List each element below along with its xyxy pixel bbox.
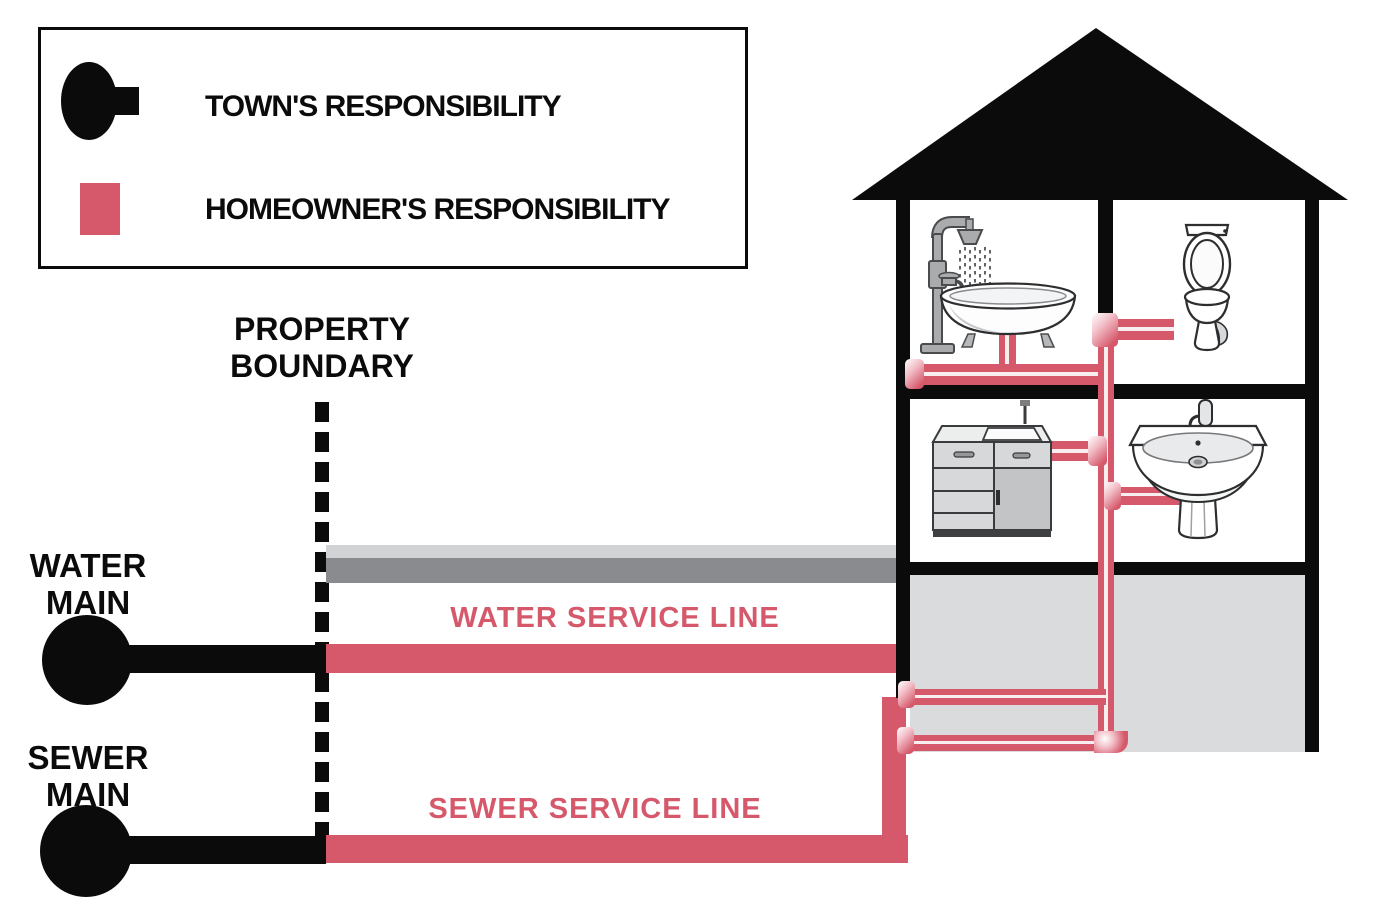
sewer-main-label: SEWER MAIN [8, 739, 168, 813]
town-main-icon [61, 62, 117, 140]
legend-town-label: TOWN'S RESPONSIBILITY [205, 90, 562, 123]
shower-bathtub-icon [920, 216, 1077, 354]
basement-upper-flange [898, 681, 915, 708]
sewer-riser-pipe [882, 697, 906, 863]
house-right-wall [1305, 198, 1319, 752]
town-pipe-stub-icon [113, 87, 139, 115]
basement-lower-flange [897, 727, 914, 754]
water-main-label: WATER MAIN [8, 547, 168, 621]
legend-box: TOWN'S RESPONSIBILITY HOMEOWNER'S RESPON… [38, 27, 748, 269]
property-boundary-label-line1: PROPERTY [233, 311, 411, 347]
homeowner-square-icon [80, 183, 120, 235]
toilet-icon [1182, 223, 1232, 352]
toilet-branch-pipe [1112, 319, 1174, 340]
property-boundary-dashed-line [315, 402, 329, 839]
water-main-label-line1: WATER [29, 547, 147, 584]
pedestal-basin-icon [1128, 399, 1268, 540]
legend-homeowner-label: HOMEOWNER'S RESPONSIBILITY [205, 193, 671, 226]
ground-surface-light-bar [326, 545, 896, 558]
water-service-line-pipe [326, 644, 930, 673]
stack-elbow-joint [1094, 731, 1128, 753]
sewer-main-pipe [86, 836, 326, 864]
kitchen-sink-flange [1088, 436, 1107, 466]
basin-branch-flange [1104, 482, 1121, 510]
water-service-line-label: WATER SERVICE LINE [450, 602, 780, 634]
sewer-main-label-line1: SEWER [27, 739, 149, 776]
house-roof [852, 28, 1348, 200]
bathroom-wall-flange [905, 359, 924, 389]
ground-surface-dark-bar [326, 558, 896, 583]
plumbing-stack-pipe [1098, 320, 1114, 753]
basement-water-branch-pipe [906, 689, 1106, 705]
kitchen-sink-branch-pipe [1046, 441, 1100, 461]
basement-drain-branch-pipe [906, 735, 1102, 751]
property-boundary-label: PROPERTY BOUNDARY [197, 311, 447, 385]
water-main-pipe [87, 645, 326, 673]
water-main-label-line2: MAIN [45, 584, 131, 621]
sewer-service-line-label: SEWER SERVICE LINE [428, 793, 762, 825]
bathtub-drain-pipe [999, 332, 1016, 374]
toilet-branch-flange [1092, 313, 1118, 347]
bathroom-floor-pipe [920, 364, 1098, 385]
sewer-service-line-pipe [326, 835, 908, 863]
kitchen-sink-cabinet-icon [931, 400, 1053, 537]
property-boundary-label-line2: BOUNDARY [230, 348, 414, 384]
